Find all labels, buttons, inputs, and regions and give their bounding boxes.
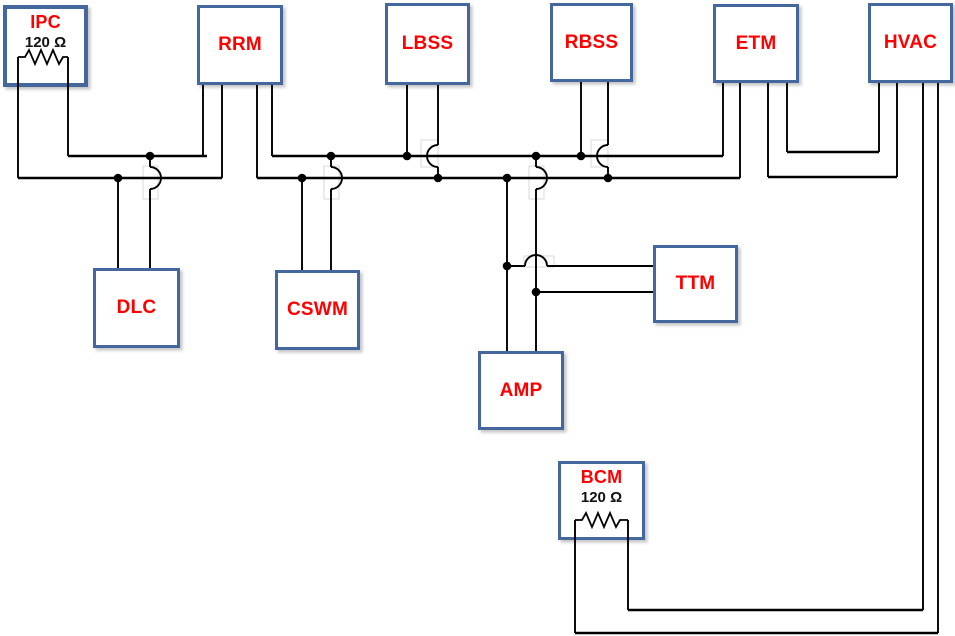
module-ttm: TTM [653, 245, 738, 323]
module-rrm: RRM [197, 5, 283, 85]
module-lbss: LBSS [385, 3, 470, 85]
module-dlc-label: DLC [116, 297, 157, 318]
module-ipc: IPC 120 Ω [3, 5, 88, 87]
module-rbss-label: RBSS [564, 31, 619, 53]
module-amp: AMP [478, 351, 564, 430]
module-ipc-resistor-value: 120 Ω [24, 34, 67, 51]
module-etm: ETM [713, 4, 799, 83]
hop-ghost-rects [142, 139, 609, 268]
module-amp-label: AMP [499, 379, 543, 401]
junction-dots [113, 151, 613, 297]
module-ttm-label: TTM [675, 273, 716, 294]
module-etm-label: ETM [735, 32, 777, 54]
module-dlc: DLC [93, 268, 180, 348]
module-cswm: CSWM [275, 270, 360, 350]
wire-hop-arcs [149, 144, 609, 267]
module-hvac: HVAC [868, 3, 953, 83]
module-rbss: RBSS [550, 3, 633, 82]
module-bcm-label: BCM [580, 467, 623, 487]
module-hvac-label: HVAC [883, 32, 938, 53]
module-ipc-label: IPC [30, 12, 61, 32]
module-lbss-label: LBSS [401, 33, 454, 54]
module-bcm-resistor-value: 120 Ω [580, 489, 623, 506]
module-rrm-label: RRM [218, 34, 262, 55]
module-cswm-label: CSWM [287, 299, 348, 320]
module-bcm: BCM 120 Ω [558, 461, 645, 540]
